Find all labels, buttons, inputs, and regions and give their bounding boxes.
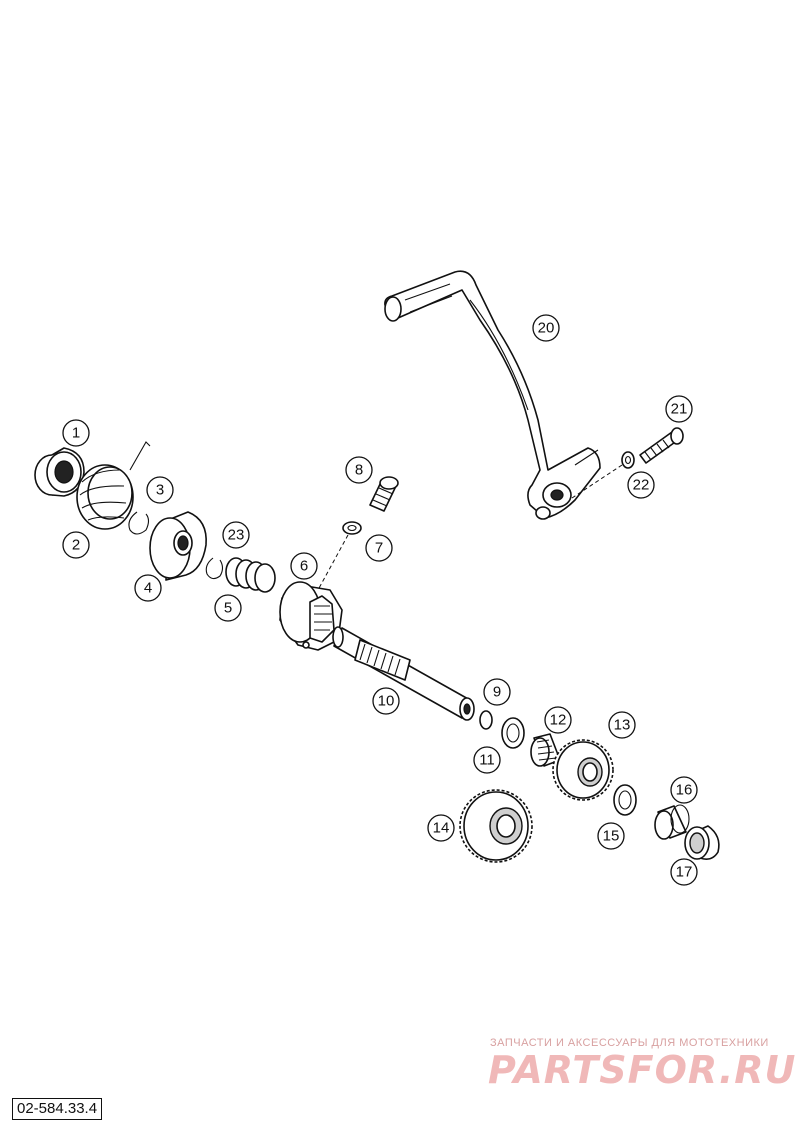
callout-4: 4 [134,574,162,602]
circlip-part-3 [128,511,150,535]
svg-text:23: 23 [228,527,245,544]
kick-shaft-part [332,626,475,721]
callout-12: 12 [544,706,572,734]
leader-line [571,464,623,499]
svg-text:10: 10 [378,693,395,710]
callout-23: 23 [222,521,250,549]
svg-text:12: 12 [550,712,567,729]
spring-guide-part [149,511,207,581]
callout-13: 13 [608,711,636,739]
small-spring-part [225,557,276,593]
kick-spring-part [76,441,151,530]
watermark-brand: PARTSFOR.RU [488,1048,796,1092]
svg-text:7: 7 [375,540,383,557]
washer-part-15 [613,784,637,816]
svg-text:3: 3 [156,482,164,499]
callout-9: 9 [483,678,511,706]
callout-10: 10 [372,687,400,715]
gear-part-13 [552,739,614,801]
reference-code: 02-584.33.4 [12,1098,103,1120]
washer-part-9 [479,710,493,730]
callout-3: 3 [146,476,174,504]
bearing-part-17 [684,825,720,860]
circlip-part-23 [205,557,224,580]
callout-6: 6 [290,552,318,580]
callout-1: 1 [62,419,90,447]
pin-bolt-part [369,476,399,512]
svg-text:16: 16 [676,782,693,799]
svg-text:4: 4 [144,580,152,597]
svg-text:15: 15 [603,828,620,845]
kick-lever-part [384,270,601,520]
washer-part-22 [621,451,635,469]
bolt-part [639,427,684,464]
callout-22: 22 [627,471,655,499]
svg-text:20: 20 [538,320,555,337]
callout-15: 15 [597,822,625,850]
callout-8: 8 [345,456,373,484]
svg-text:9: 9 [493,684,501,701]
svg-text:17: 17 [676,864,693,881]
callout-21: 21 [665,395,693,423]
bearing-part-16 [654,804,690,840]
callout-17: 17 [670,858,698,886]
svg-text:6: 6 [300,558,308,575]
callout-16: 16 [670,776,698,804]
callout-2: 2 [62,531,90,559]
callout-7: 7 [365,534,393,562]
callout-11: 11 [473,746,501,774]
callout-14: 14 [427,814,455,842]
washer-part-11 [501,717,525,749]
svg-text:2: 2 [72,537,80,554]
callout-20: 20 [532,314,560,342]
svg-text:5: 5 [224,600,232,617]
svg-text:21: 21 [671,401,688,418]
callout-5: 5 [214,594,242,622]
svg-text:1: 1 [72,425,80,442]
svg-text:11: 11 [479,752,495,769]
washer-part-7 [342,521,362,535]
svg-text:22: 22 [633,477,650,494]
leader-line [317,534,349,591]
ratchet-gear-part [279,581,343,651]
svg-text:8: 8 [355,462,363,479]
svg-text:13: 13 [614,717,631,734]
gear-part-14 [459,789,533,863]
bearing-part-1 [34,447,85,497]
svg-text:14: 14 [433,820,450,837]
watermark-tagline: ЗАПЧАСТИ И АКСЕССУАРЫ ДЛЯ МОТОТЕХНИКИ [490,1037,769,1049]
